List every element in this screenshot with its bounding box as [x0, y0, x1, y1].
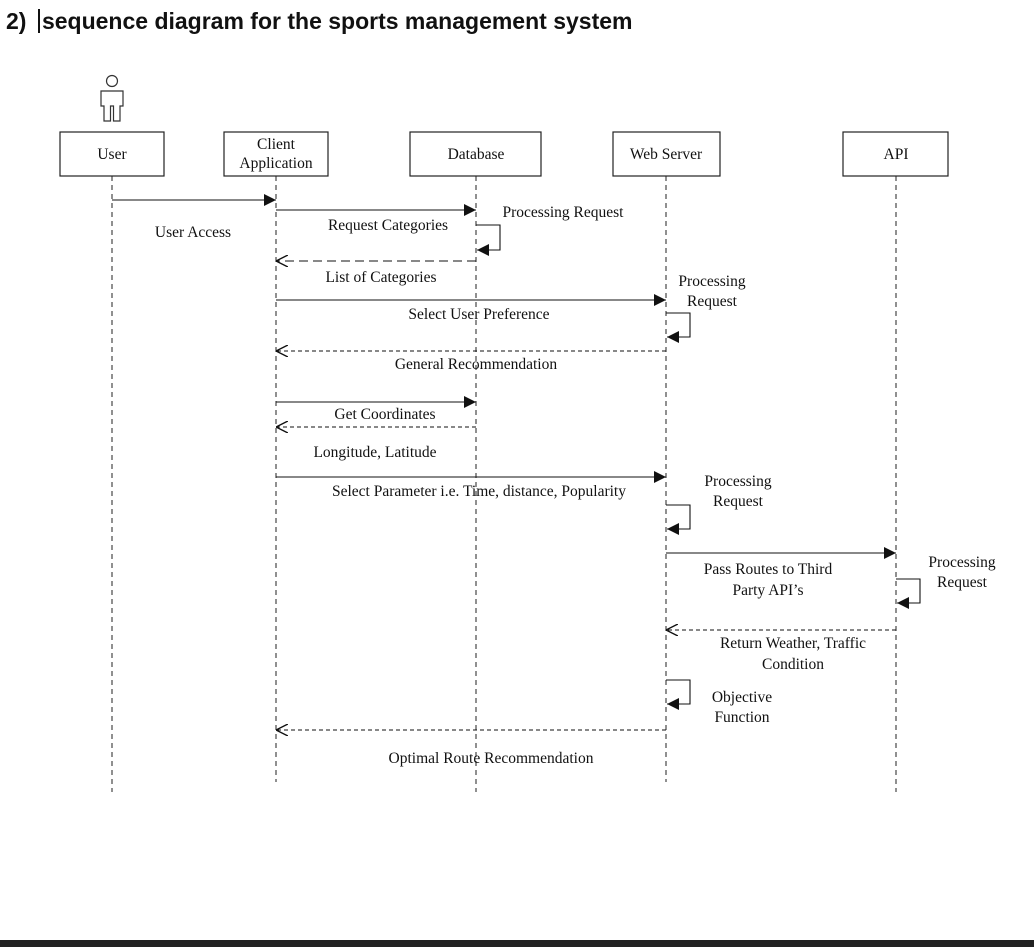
bottom-bar [0, 940, 1034, 947]
label-pass-routes-line1: Pass Routes to Third [704, 561, 833, 578]
participant-client-label-line2: Application [239, 155, 312, 172]
label-get-coordinates: Get Coordinates [334, 406, 435, 423]
label-longitude-latitude: Longitude, Latitude [313, 444, 436, 461]
label-optimal-route: Optimal Route Recommendation [389, 750, 594, 767]
participant-client-label-line1: Client [257, 136, 296, 153]
label-user-access: User Access [155, 224, 231, 241]
self-call-arrow-web-server-1 [666, 312, 691, 343]
label-objective-function-line1: Objective [712, 689, 772, 706]
label-pass-routes-line2: Party API’s [732, 582, 803, 599]
section-number: 2) [6, 8, 27, 34]
label-request-categories: Request Categories [328, 217, 448, 234]
label-processing-request-database: Processing Request [503, 204, 625, 221]
participant-database-label: Database [448, 146, 505, 163]
title-text: sequence diagram for the sports manageme… [41, 8, 633, 34]
participant-user-label: User [97, 146, 127, 163]
label-return-weather-line1: Return Weather, Traffic [720, 635, 866, 652]
label-return-weather-line2: Condition [762, 656, 824, 673]
participant-box-web-server [612, 131, 721, 177]
label-processing-request-ws1-line2: Request [687, 293, 738, 310]
page-title: 2) sequence diagram for the sports manage… [6, 8, 632, 35]
label-processing-request-ws2-line1: Processing [704, 473, 771, 490]
user-actor-icon [100, 74, 124, 122]
participant-box-database [409, 131, 542, 177]
label-processing-request-ws2-line2: Request [713, 493, 764, 510]
participant-web-server-label: Web Server [630, 146, 703, 163]
label-list-of-categories: List of Categories [325, 269, 436, 286]
self-call-arrow-web-server-3 [666, 679, 691, 710]
label-objective-function-line2: Function [714, 709, 769, 726]
label-select-user-preference: Select User Preference [408, 306, 549, 323]
participant-api-label: API [884, 146, 909, 163]
self-call-arrow-database [476, 224, 501, 256]
participant-box-user [59, 131, 165, 177]
label-select-parameter: Select Parameter i.e. Time, distance, Po… [332, 483, 626, 500]
self-call-arrow-api [896, 578, 921, 609]
label-processing-request-api-line2: Request [937, 574, 988, 591]
label-general-recommendation: General Recommendation [395, 356, 558, 373]
self-call-arrow-web-server-2 [666, 504, 691, 535]
label-processing-request-ws1-line1: Processing [678, 273, 745, 290]
label-processing-request-api-line1: Processing [928, 554, 995, 571]
participant-box-api [842, 131, 949, 177]
text-cursor [38, 9, 40, 33]
